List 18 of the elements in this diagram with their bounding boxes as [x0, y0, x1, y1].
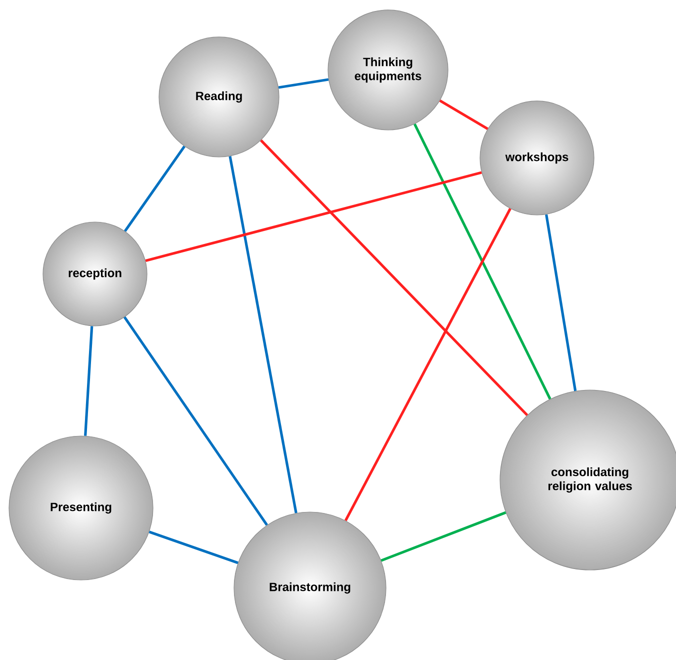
circle-node: workshops	[480, 100, 594, 216]
connector-line	[123, 316, 268, 526]
connector-line	[380, 511, 506, 562]
connector-line	[413, 124, 552, 400]
circle-node: Reading	[158, 36, 280, 158]
connector-line	[545, 214, 577, 392]
connector-line	[228, 156, 298, 514]
connector-line	[278, 78, 329, 89]
circle-node: Thinking equipments	[328, 10, 448, 130]
connector-line	[148, 530, 238, 564]
circle-node: reception	[42, 222, 148, 326]
connector-line	[124, 146, 186, 232]
connector-line	[145, 171, 482, 262]
connector-line	[439, 100, 488, 130]
connector-line	[260, 139, 528, 416]
connector-line	[84, 326, 94, 436]
connector-line	[344, 208, 512, 522]
circle-node: Presenting	[8, 436, 154, 580]
